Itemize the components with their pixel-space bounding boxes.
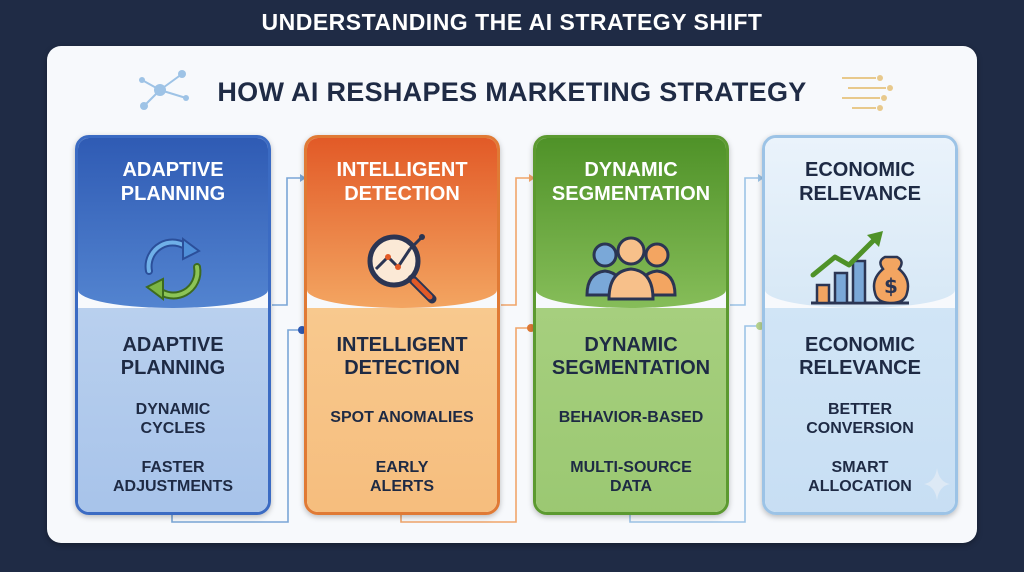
card-header-title: ADAPTIVE PLANNING — [120, 159, 226, 205]
card-body-title: INTELLIGENT DETECTION — [336, 334, 468, 379]
growth-money-bag-icon: $ — [810, 231, 910, 305]
card-point: BEHAVIOR-BASED — [558, 409, 704, 426]
card-body-title: ADAPTIVE PLANNING — [120, 334, 226, 379]
card-point: SPOT ANOMALIES — [330, 409, 474, 426]
panel-title: HOW AI RESHAPES MARKETING STRATEGY — [217, 76, 807, 107]
card-dynamic-segmentation: DYNAMIC SEGMENTATION DYNAMIC SEGMENTATIO… — [533, 135, 729, 515]
sparkle-icon — [924, 468, 950, 500]
card-body-title: DYNAMIC SEGMENTATION — [551, 334, 711, 379]
svg-text:$: $ — [884, 274, 898, 298]
page-title: UNDERSTANDING THE AI STRATEGY SHIFT — [261, 8, 763, 35]
card-point: FASTER ADJUSTMENTS — [112, 459, 233, 495]
card-adaptive-planning: ADAPTIVE PLANNING ADAPTIVE PLANNING DYNA… — [75, 135, 271, 515]
card-body-title: ECONOMIC RELEVANCE — [799, 334, 921, 379]
card-point: DYNAMIC CYCLES — [135, 401, 211, 437]
card-point: BETTER CONVERSION — [806, 401, 914, 437]
refresh-cycle-icon — [144, 237, 202, 301]
circuit-lines-icon — [842, 75, 893, 111]
card-body — [765, 308, 955, 512]
card-economic-relevance: ECONOMIC RELEVANCE $ ECONOMIC RELEVANCE … — [762, 135, 958, 515]
card-header-title: DYNAMIC SEGMENTATION — [551, 159, 711, 205]
card-point: EARLY ALERTS — [370, 459, 434, 495]
network-nodes-icon — [139, 70, 189, 110]
card-body — [536, 308, 726, 512]
card-header-title: ECONOMIC RELEVANCE — [799, 159, 921, 205]
card-point: MULTI-SOURCE DATA — [570, 459, 692, 495]
card-body — [307, 308, 497, 512]
people-group-icon — [585, 236, 677, 301]
magnifier-chart-icon — [367, 234, 437, 304]
card-body — [78, 308, 268, 512]
card-header — [78, 138, 268, 308]
card-point: SMART ALLOCATION — [808, 459, 912, 495]
card-intelligent-detection: INTELLIGENT DETECTION INTELLIGENT DETECT… — [304, 135, 500, 515]
card-header-title: INTELLIGENT DETECTION — [336, 159, 468, 205]
